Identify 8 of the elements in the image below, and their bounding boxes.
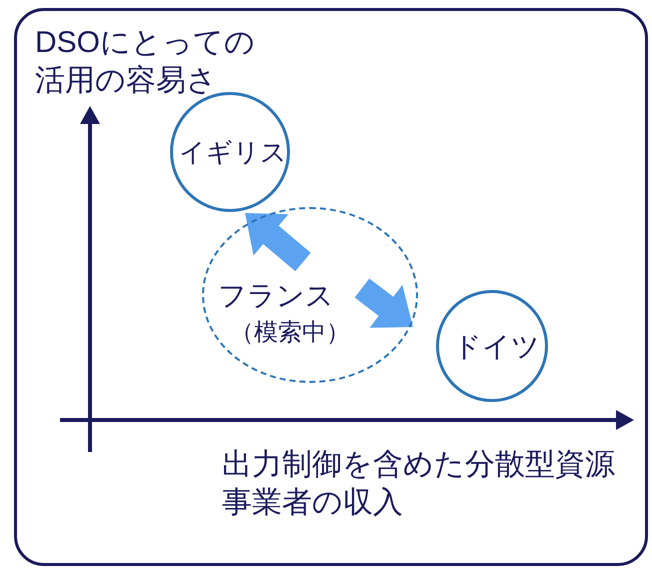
axis-label: DSOにとっての活用の容易さ xyxy=(35,25,256,98)
status-label: （模索中） xyxy=(230,319,350,348)
country-label: ドイツ xyxy=(453,330,540,364)
circle-marker xyxy=(436,290,548,402)
dashed-ellipse xyxy=(202,207,418,383)
country-label: イギリス xyxy=(179,137,287,168)
axis-label: 出力制御を含めた分散型資源事業者の収入 xyxy=(222,447,616,520)
country-label: フランス xyxy=(218,279,334,313)
